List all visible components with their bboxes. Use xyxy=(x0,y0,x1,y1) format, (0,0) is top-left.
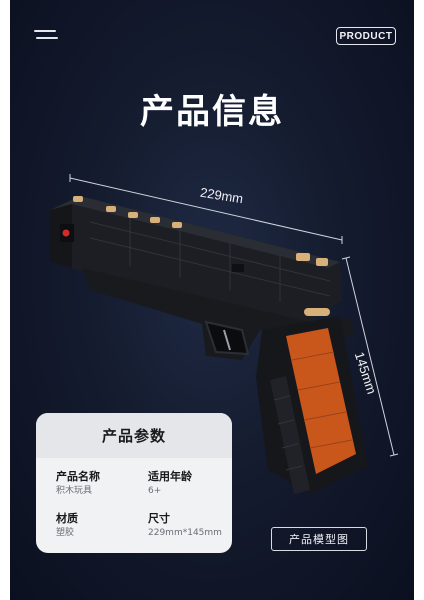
gun-frame xyxy=(82,268,354,360)
param-label: 材质 xyxy=(56,512,78,525)
product-info-panel: PRODUCT 产品信息 xyxy=(10,0,414,600)
param-value: 6+ xyxy=(148,486,162,496)
param-material: 材质 塑胶 xyxy=(56,512,142,540)
page-title: 产品信息 xyxy=(140,92,284,132)
product-badge: PRODUCT xyxy=(336,27,396,45)
params-heading: 产品参数 xyxy=(36,413,232,458)
param-value: 积木玩具 xyxy=(56,486,93,496)
hamburger-menu-icon[interactable] xyxy=(34,30,58,40)
gun-slide xyxy=(50,196,342,322)
gun-grip xyxy=(256,316,368,494)
param-age: 适用年龄 6+ xyxy=(148,470,232,498)
param-value: 塑胶 xyxy=(56,528,75,538)
building-block-pistol-illustration xyxy=(50,174,399,494)
param-label: 尺寸 xyxy=(148,512,170,525)
param-label: 适用年龄 xyxy=(148,470,192,483)
model-caption: 产品模型图 xyxy=(271,527,367,551)
param-product-name: 产品名称 积木玩具 xyxy=(56,470,142,498)
dimension-lines xyxy=(69,174,399,457)
param-value: 229mm*145mm xyxy=(148,528,222,538)
param-label: 产品名称 xyxy=(56,470,100,483)
product-params-card: 产品参数 产品名称 积木玩具 适用年龄 6+ 材质 塑胶 尺寸 229mm*14… xyxy=(36,413,232,553)
params-grid: 产品名称 积木玩具 适用年龄 6+ 材质 塑胶 尺寸 229mm*145mm xyxy=(36,458,232,553)
param-size: 尺寸 229mm*145mm xyxy=(148,512,232,540)
